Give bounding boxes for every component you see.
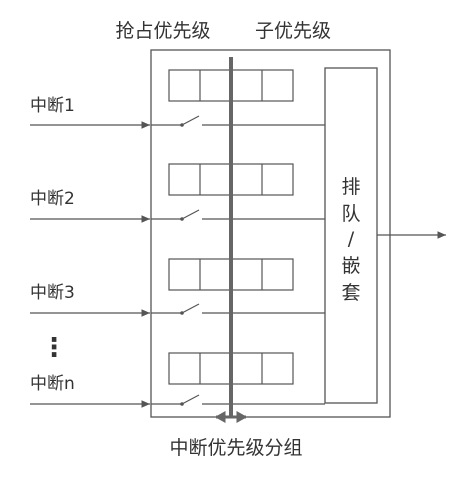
interrupt-label-3: 中断3 xyxy=(30,283,75,303)
interrupt-row-n: 中断n xyxy=(30,352,325,408)
interrupt-label-n: 中断n xyxy=(30,374,75,394)
group-label: 中断优先级分组 xyxy=(169,437,302,459)
interrupt-row-1: 中断1 xyxy=(30,69,325,129)
switch-2 xyxy=(181,209,200,220)
switch-1 xyxy=(181,115,200,126)
interrupt-row-2: 中断2 xyxy=(30,163,325,223)
queue-char-3: / xyxy=(348,228,355,250)
preempt-priority-header: 抢占优先级 xyxy=(115,20,210,42)
queue-char-2: 队 xyxy=(341,203,360,225)
priority-frame xyxy=(150,49,391,418)
ellipsis: ⋮ xyxy=(41,333,67,363)
switch-3 xyxy=(181,303,200,314)
queue-char-4: 嵌 xyxy=(341,255,360,277)
interrupt-label-1: 中断1 xyxy=(30,96,75,116)
queue-char-5: 套 xyxy=(341,282,360,304)
queue-char-1: 排 xyxy=(341,176,360,198)
interrupt-label-2: 中断2 xyxy=(30,189,75,209)
sub-priority-header: 子优先级 xyxy=(255,20,331,42)
switch-n xyxy=(181,394,200,405)
interrupt-row-3: 中断3 xyxy=(30,258,325,317)
